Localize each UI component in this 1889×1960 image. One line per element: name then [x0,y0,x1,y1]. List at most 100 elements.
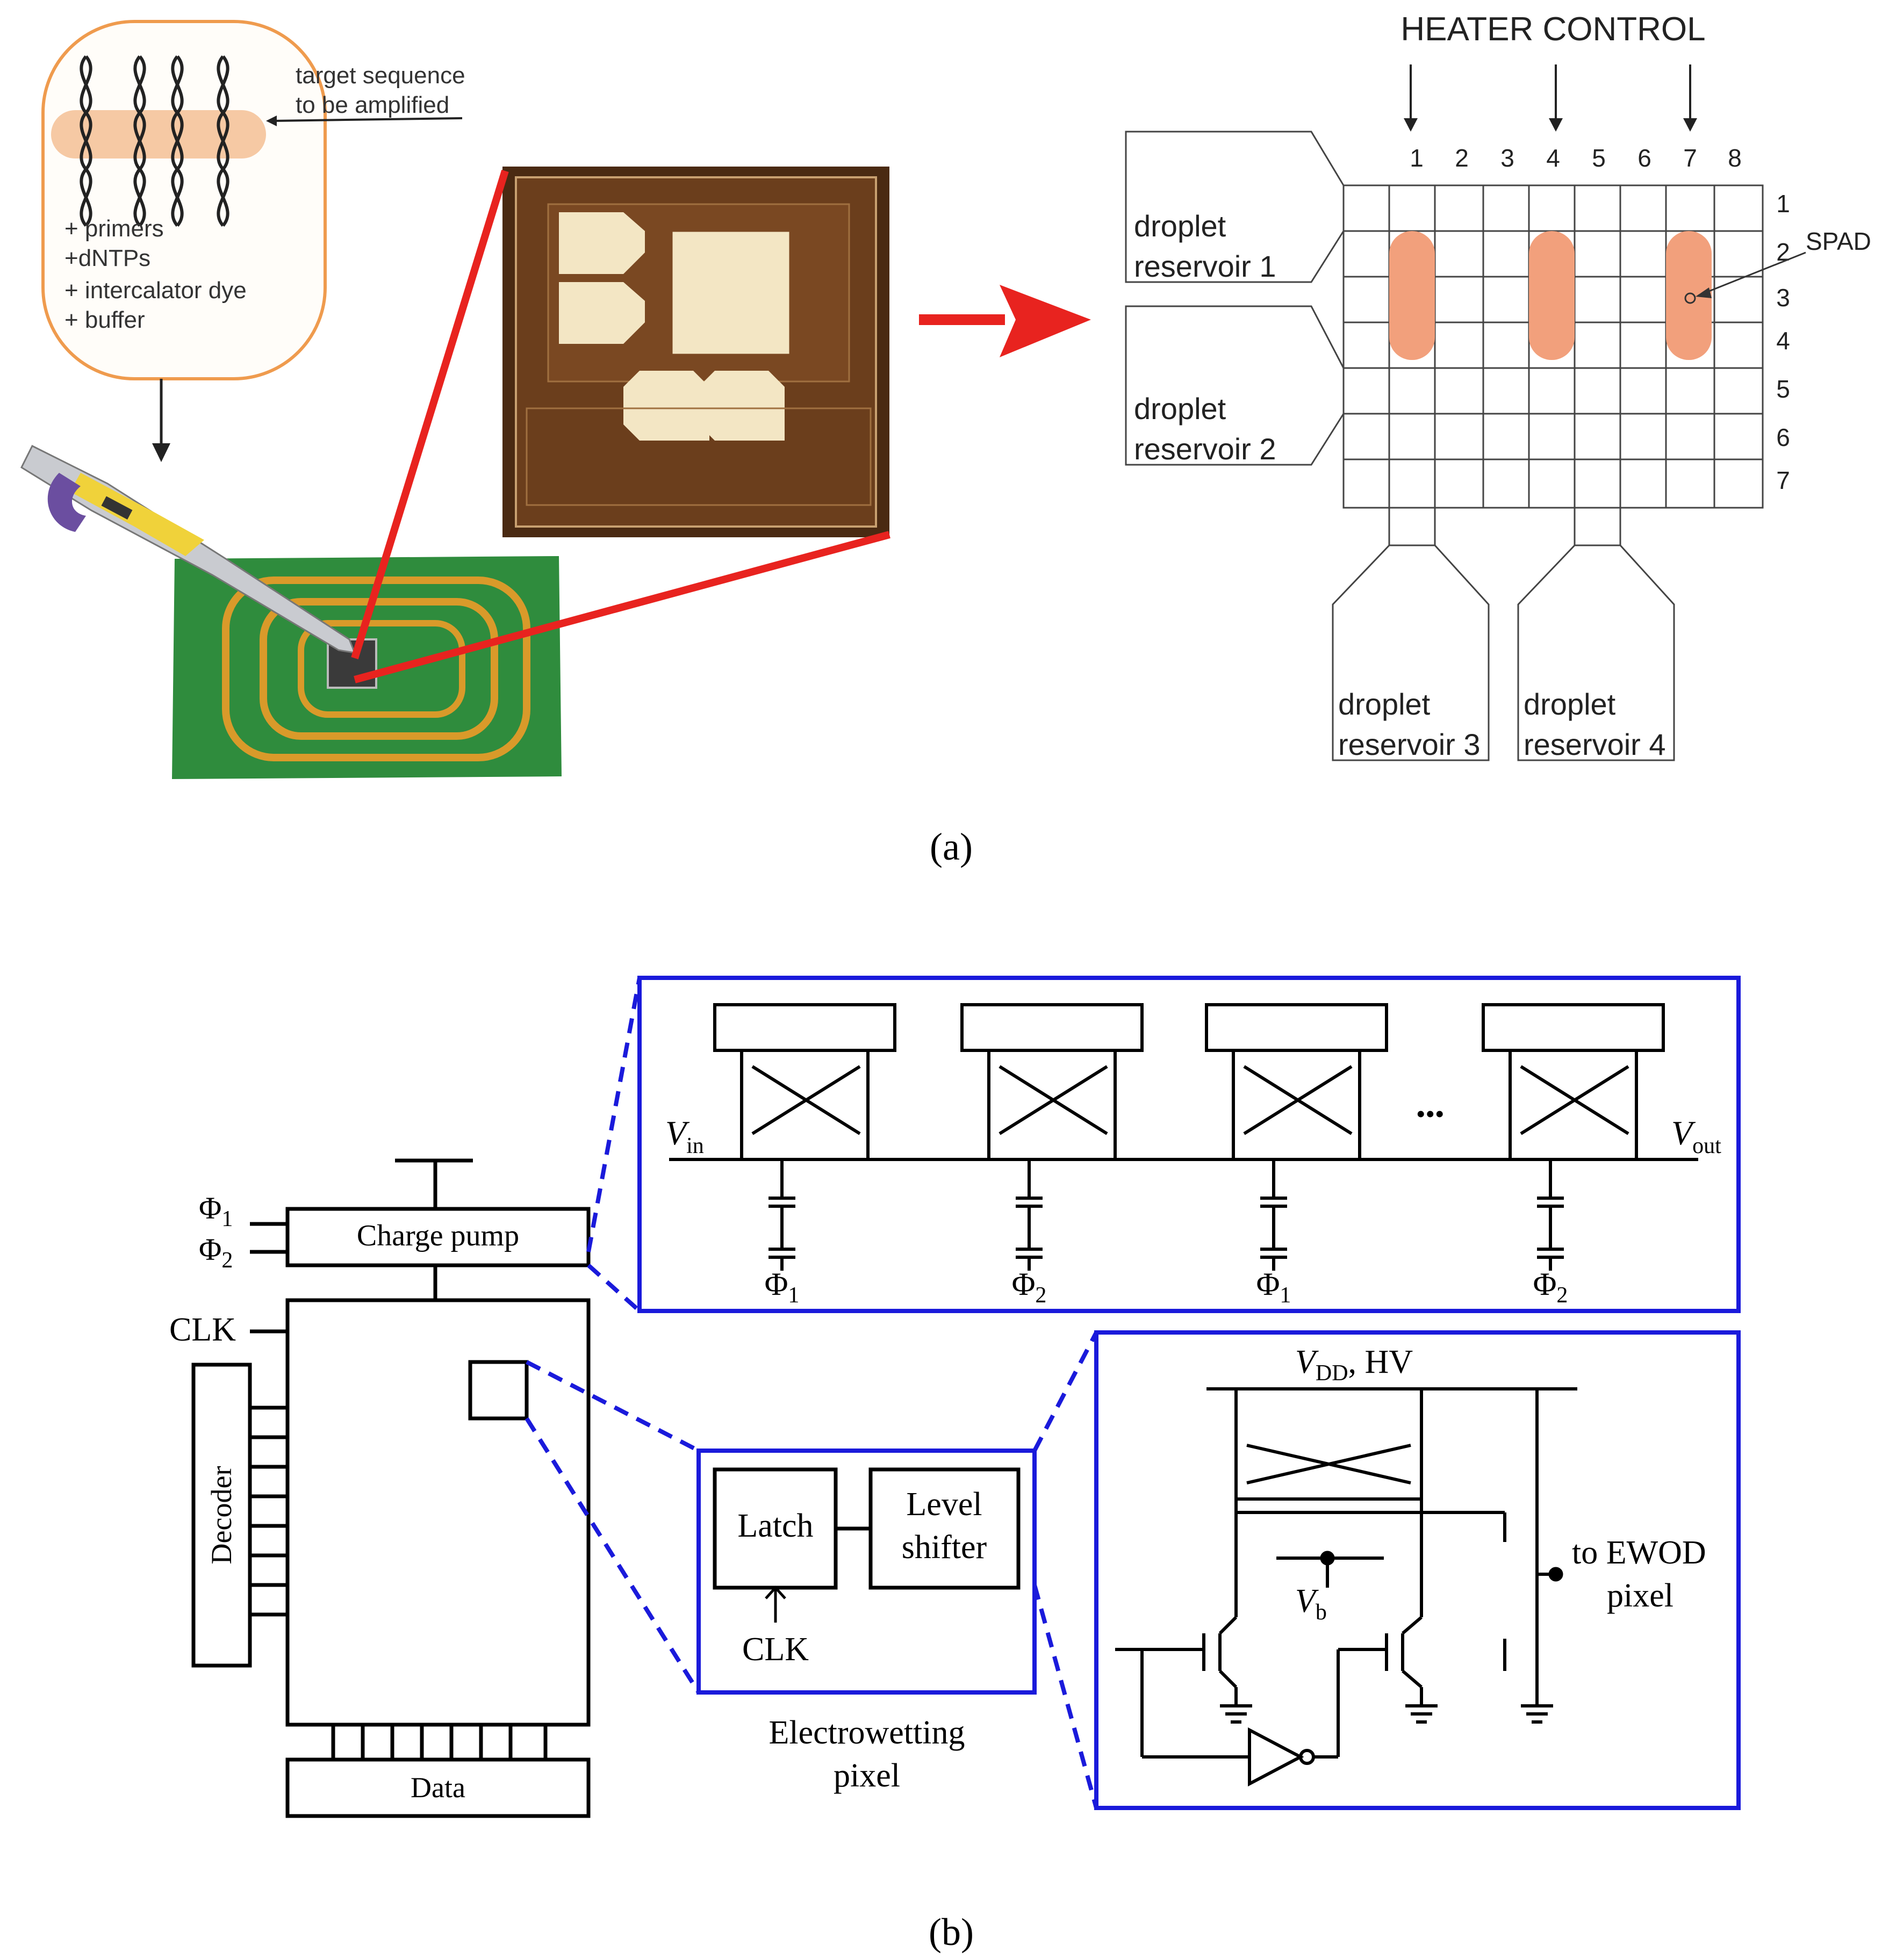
vb-label: Vb [1295,1583,1327,1625]
reservoir-3: droplet reservoir 3 [1332,544,1490,761]
level-shifter-label-1: Level [906,1486,982,1523]
stage-phase: Φ2 [1012,1266,1047,1308]
spad-arrow [1698,251,1806,297]
spad-marker [1684,292,1696,304]
pixel-detail-frame [696,1449,1037,1695]
array-box [285,1298,591,1727]
reservoir-label: droplet [1338,687,1431,721]
output-node [1548,1567,1563,1582]
reservoir-label: droplet [1134,209,1226,243]
charge-pump-detail-frame [637,976,1741,1313]
dna-strands-icon [80,55,229,227]
reagent-primers: + primers [64,215,164,242]
col-number: 8 [1728,144,1742,172]
col-number: 2 [1455,144,1469,172]
charge-pump-stages [669,1003,1698,1271]
reagent-box: target sequence to be amplified + primer… [41,20,465,380]
reservoir-label: reservoir 2 [1134,432,1276,466]
callout-line-lower [354,531,890,683]
level-shifter-circuit [1115,1387,1577,1786]
to-ewod-label-1: to EWOD [1572,1534,1706,1571]
decoder-box [191,1363,252,1668]
level-shifter-label-2: shifter [902,1529,987,1566]
panel-b [191,976,1741,1818]
data-wires [331,1723,548,1762]
pcb-photo [172,556,562,779]
charge-pump-label: Charge pump [357,1219,519,1252]
droplet [1389,231,1435,360]
callout-line-upper [351,169,509,660]
row-number: 3 [1776,284,1790,312]
col-number: 5 [1592,144,1606,172]
caption-b: (b) [929,1911,974,1954]
target-sequence-band [51,110,266,158]
data-box [285,1757,591,1818]
pump-stage [713,1003,896,1271]
target-arrow [271,117,463,122]
pump-stage [1482,1003,1665,1271]
reservoir-4: droplet reservoir 4 [1517,544,1675,761]
row-numbers: 1 2 3 4 5 6 7 [1776,190,1790,494]
row-number: 6 [1776,423,1790,451]
target-label-2: to be amplified [296,92,449,118]
pipette-icon [20,444,356,654]
phi1-label: Φ1 [199,1191,233,1231]
caption-a: (a) [930,825,973,868]
electrowetting-label-2: pixel [834,1757,900,1794]
clk-label: CLK [169,1312,236,1348]
pump-stage [960,1003,1144,1271]
charge-pump-box [285,1207,591,1267]
panel-b-labels: Φ1 Φ2 Charge pump CLK Decoder Data Latch… [169,1099,1721,1954]
stage-phase: Φ1 [765,1266,800,1308]
spad-label: SPAD [1806,227,1871,255]
data-label: Data [411,1771,465,1804]
stage-phase: Φ1 [1256,1266,1291,1308]
reservoir-label: droplet [1524,687,1616,721]
decoder-wires [250,1406,288,1617]
column-numbers: 1 2 3 4 5 6 7 8 [1410,144,1742,172]
pixel-clk-label: CLK [742,1631,809,1668]
reagent-dntps: +dNTPs [64,245,150,271]
pixel-highlight [468,1360,529,1421]
col-number: 1 [1410,144,1424,172]
vout-label: Vout [1671,1114,1721,1158]
reservoir-label: reservoir 4 [1524,727,1666,761]
row-number: 5 [1776,375,1790,403]
reservoir-label: droplet [1134,392,1226,426]
heater-control-label: HEATER CONTROL [1400,11,1705,48]
level-shifter-detail-frame [1094,1330,1741,1810]
panel-a: target sequence to be amplified + primer… [20,11,1871,868]
reservoir-label: reservoir 1 [1134,249,1276,283]
electrowetting-label-1: Electrowetting [769,1714,965,1751]
vdd-label: VDD, HV [1295,1344,1413,1386]
vin-label: Vin [665,1114,704,1158]
phi2-label: Φ2 [199,1232,233,1273]
reservoir-label: reservoir 3 [1338,727,1481,761]
decoder-label: Decoder [205,1466,238,1565]
to-ewod-label-2: pixel [1607,1577,1673,1614]
row-number: 1 [1776,190,1790,218]
heater-arrows [1410,64,1691,124]
zoom-lines [525,977,1098,1809]
red-arrow [919,285,1091,357]
ellipsis: ••• [1416,1099,1445,1129]
col-number: 6 [1637,144,1651,172]
droplet [1666,231,1712,360]
col-number: 4 [1546,144,1560,172]
col-number: 3 [1500,144,1514,172]
vb-node [1320,1551,1335,1566]
latch-label: Latch [737,1508,813,1544]
chip-micrograph [502,167,889,537]
droplets [1389,231,1712,360]
stage-phase: Φ2 [1533,1266,1568,1308]
reservoir-2: droplet reservoir 2 [1125,305,1345,466]
row-number: 7 [1776,466,1790,494]
reservoir-1: droplet reservoir 1 [1125,131,1345,283]
target-label-1: target sequence [296,62,465,89]
reagent-buffer: + buffer [64,307,145,333]
pump-stage [1205,1003,1388,1271]
row-number: 4 [1776,327,1790,355]
reagent-dye: + intercalator dye [64,277,247,304]
droplet [1529,231,1575,360]
